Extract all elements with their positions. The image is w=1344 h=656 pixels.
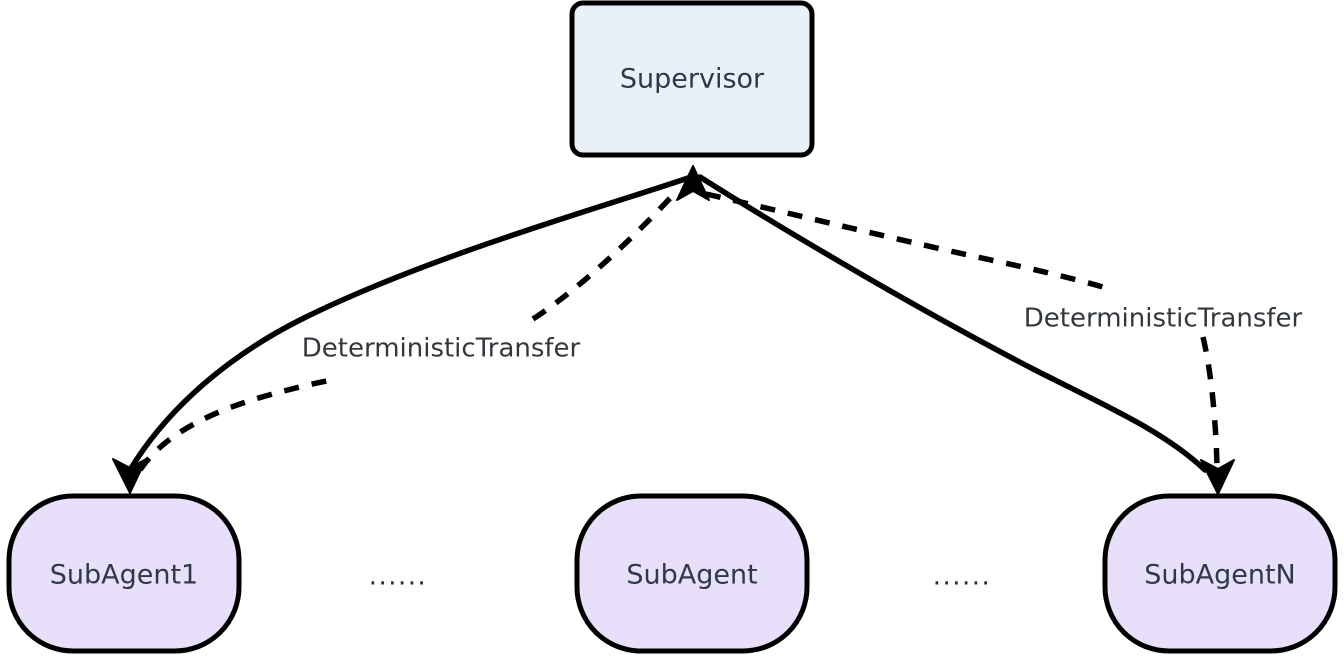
node-subagentn-shape[interactable]	[1102, 493, 1338, 654]
edge-subagentn-to-supervisor-upper	[705, 191, 1114, 293]
arrowhead-into-supervisor	[676, 165, 710, 201]
node-subagent-label: SubAgent	[626, 560, 757, 591]
edge-supervisor-to-subagent1	[127, 173, 697, 473]
ellipsis-right: ......	[933, 562, 992, 592]
arrowhead-into-subagentn	[1200, 459, 1235, 495]
edge-subagent1-to-supervisor-upper	[531, 193, 676, 322]
node-subagent-shape[interactable]	[574, 493, 810, 654]
edge-label-left-deterministic-transfer: DeterministicTransfer	[302, 334, 581, 364]
edge-subagentn-to-supervisor-lower	[1200, 336, 1220, 467]
edge-label-right-deterministic-transfer: DeterministicTransfer	[1024, 304, 1303, 334]
edge-supervisor-to-subagentn	[697, 174, 1208, 473]
node-supervisor-shape[interactable]	[569, 0, 815, 158]
node-subagent1-shape[interactable]	[6, 493, 242, 654]
node-subagent1[interactable]: SubAgent1	[6, 493, 242, 654]
arrowhead-into-subagent1	[112, 458, 147, 494]
node-subagent1-label: SubAgent1	[50, 560, 199, 591]
node-subagent[interactable]: SubAgent	[574, 493, 810, 654]
edge-subagent1-to-supervisor-lower	[137, 376, 338, 472]
ellipsis-left: ......	[369, 562, 428, 592]
node-supervisor-label: Supervisor	[620, 64, 765, 95]
node-supervisor[interactable]: Supervisor	[569, 0, 815, 158]
node-subagentn[interactable]: SubAgentN	[1102, 493, 1338, 654]
node-subagentn-label: SubAgentN	[1144, 560, 1296, 591]
